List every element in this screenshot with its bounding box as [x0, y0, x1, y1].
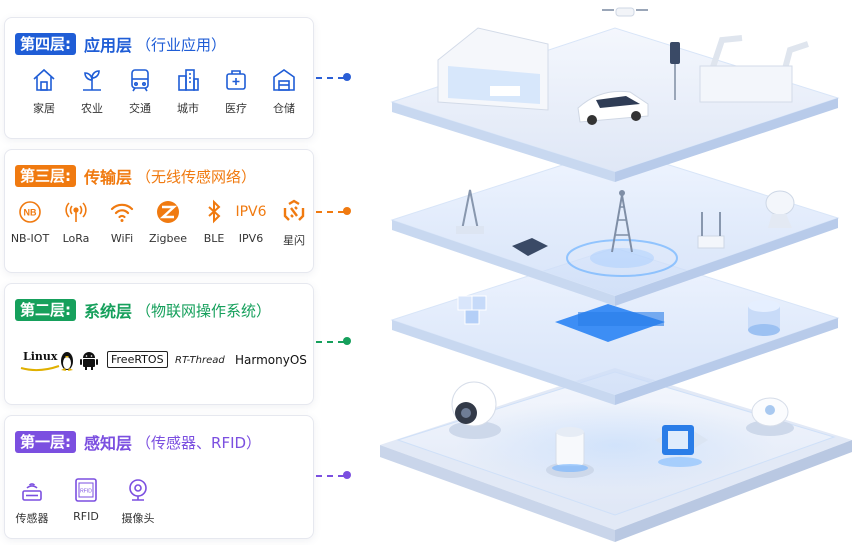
lora-icon — [62, 198, 90, 226]
app-item-label: 农业 — [81, 102, 103, 115]
app-item-label: 仓储 — [273, 102, 295, 115]
harmonyos-logo: HarmonyOS — [235, 353, 307, 367]
sense-item-rfid: RFID RFID — [63, 476, 109, 523]
camera-device — [449, 381, 501, 439]
layer-title: 系统层 — [84, 302, 133, 321]
wifi-icon — [108, 198, 136, 226]
net-item-nb-iot: NB NB-IOT — [7, 198, 53, 245]
layer-card-perception: 第一层: 感知层 （传感器、RFID） 传感器 RFID RFID 摄像头 — [4, 415, 314, 539]
app-item-label: 医疗 — [225, 102, 247, 115]
net-item-ipv6: IPV6 IPV6 — [227, 198, 275, 245]
net-item-label: BLE — [203, 232, 225, 245]
warehouse-icon — [270, 66, 298, 94]
app-item-warehouse: 仓储 — [261, 66, 307, 116]
net-item-label: NB-IOT — [10, 232, 50, 245]
agriculture-icon — [78, 66, 106, 94]
sense-item-label: 摄像头 — [121, 512, 155, 525]
camera-icon — [124, 476, 152, 504]
layer-badge: 第三层: — [15, 165, 76, 187]
app-item-agriculture: 农业 — [69, 66, 115, 116]
sensor-icon — [18, 476, 46, 504]
layer-card-transport: 第三层: 传输层 （无线传感网络） NB NB-IOT LoRa WiFi Zi… — [4, 149, 314, 273]
cell-tower — [456, 189, 484, 234]
net-item-label: 星闪 — [283, 234, 305, 247]
app-item-label: 交通 — [129, 102, 151, 115]
layer-badge: 第四层: — [15, 33, 76, 55]
app-item-transport: 交通 — [117, 66, 163, 116]
home-icon — [30, 66, 58, 94]
medical-icon — [222, 66, 250, 94]
layer-subtitle: （行业应用） — [136, 35, 227, 54]
bluetooth-icon — [200, 198, 228, 226]
zigbee-icon — [154, 198, 182, 226]
net-item-label: Zigbee — [148, 232, 188, 245]
layer-subtitle: （物联网操作系统） — [136, 301, 272, 320]
linux-logo: Linux — [19, 348, 77, 377]
iot-layer-stack-illustration — [380, 7, 852, 542]
layer-badge: 第一层: — [15, 431, 76, 453]
tower-antenna — [611, 190, 633, 253]
app-item-home: 家居 — [21, 66, 67, 116]
net-item-starflash: 星闪 — [271, 198, 317, 248]
gateway-device — [512, 238, 548, 256]
ipv6-icon: IPV6 — [235, 204, 267, 220]
plate-application — [390, 7, 840, 182]
net-item-lora: LoRa — [53, 198, 99, 245]
plate-system — [390, 247, 840, 405]
rt-thread-logo: RT-Thread — [175, 355, 225, 366]
rfid-tag-device — [655, 425, 708, 467]
net-item-zigbee: Zigbee — [145, 198, 191, 245]
database-cylinder — [748, 300, 780, 336]
car — [577, 90, 649, 125]
nb-iot-icon: NB — [16, 198, 44, 226]
freertos-logo: FreeRTOS — [107, 351, 168, 368]
sense-item-sensor: 传感器 — [9, 476, 55, 526]
rfid-icon: RFID — [72, 476, 100, 504]
layer-title: 传输层 — [84, 168, 133, 187]
cube-cluster — [457, 295, 487, 325]
tux-icon — [61, 352, 73, 371]
net-item-wifi: WiFi — [99, 198, 145, 245]
svg-text:NB: NB — [24, 208, 37, 218]
layer-card-application: 第四层: 应用层 （行业应用） 家居 农业 交通 城市 医疗 仓储 — [4, 17, 314, 139]
linux-logo-text: Linux — [23, 350, 58, 363]
layer-subtitle: （传感器、RFID） — [136, 433, 262, 452]
plate-perception — [380, 368, 852, 542]
layer-header: 第三层: 传输层 （无线传感网络） — [15, 164, 256, 188]
app-item-city: 城市 — [165, 66, 211, 116]
app-item-label: 家居 — [33, 102, 55, 115]
starflash-icon — [280, 198, 308, 226]
sense-item-label: RFID — [73, 510, 99, 523]
layer-header: 第四层: 应用层 （行业应用） — [15, 32, 226, 56]
smart-house — [437, 27, 549, 111]
layer-badge: 第二层: — [15, 299, 76, 321]
transport-icon — [126, 66, 154, 94]
cylinder-sensor-device — [546, 427, 594, 478]
layer-header: 第二层: 系统层 （物联网操作系统） — [15, 298, 271, 322]
traffic-light — [670, 42, 680, 100]
svg-text:RFID: RFID — [80, 489, 92, 495]
app-item-label: 城市 — [177, 102, 199, 115]
layer-title: 应用层 — [84, 36, 133, 55]
city-icon — [174, 66, 202, 94]
router-device — [697, 212, 725, 249]
layer-title: 感知层 — [84, 434, 133, 453]
layer-header: 第一层: 感知层 （传感器、RFID） — [15, 430, 261, 454]
smoke-detector-device — [746, 397, 794, 436]
drone — [602, 7, 648, 17]
robot-arms — [699, 35, 809, 103]
plate-transport — [390, 147, 840, 306]
net-item-label: WiFi — [110, 232, 134, 245]
sense-item-camera: 摄像头 — [115, 476, 161, 526]
app-item-medical: 医疗 — [213, 66, 259, 116]
android-icon — [80, 350, 98, 373]
layer-card-system: 第二层: 系统层 （物联网操作系统） Linux FreeRTOS RT-Thr… — [4, 283, 314, 405]
sense-item-label: 传感器 — [15, 512, 49, 525]
net-item-label: IPV6 — [238, 232, 264, 245]
net-item-label: LoRa — [62, 232, 90, 245]
satellite-dish — [765, 190, 795, 228]
layer-subtitle: （无线传感网络） — [136, 167, 257, 186]
net-item-ble: BLE — [191, 198, 237, 245]
